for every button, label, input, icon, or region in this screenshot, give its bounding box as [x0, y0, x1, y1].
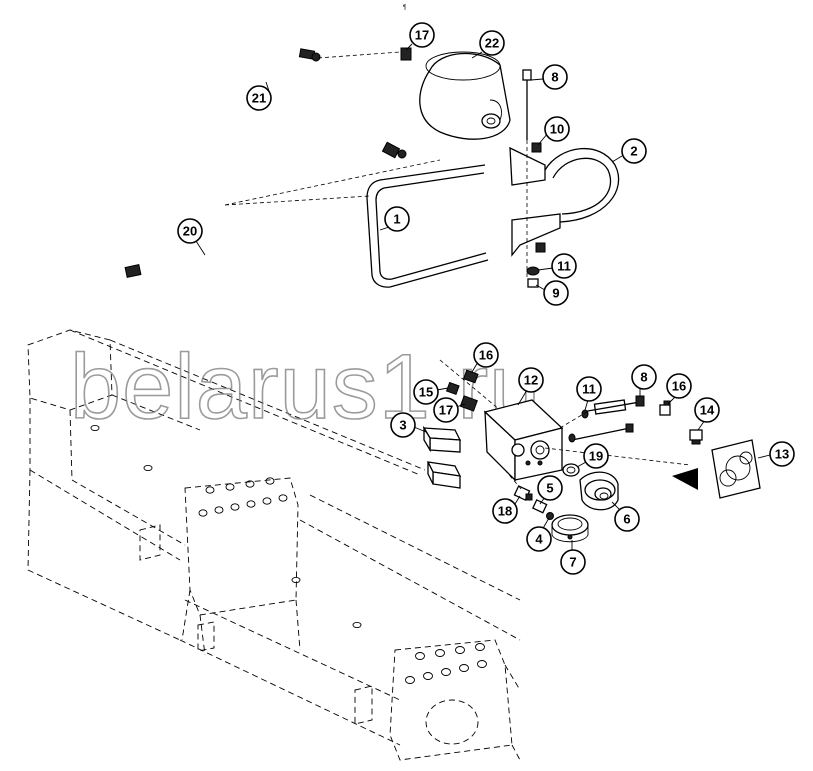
callout-12[interactable]: 12 [517, 367, 544, 406]
hose-21 [262, 48, 407, 159]
nut-9 [527, 278, 539, 288]
fitting-16-right [659, 400, 671, 416]
callout-18[interactable]: 18 [492, 495, 521, 524]
frame-holes [90, 424, 487, 684]
svg-text:4: 4 [535, 532, 543, 547]
callout-10[interactable]: 10 [537, 116, 570, 146]
callout-7[interactable]: 7 [560, 540, 586, 575]
air-tank-22 [400, 47, 511, 140]
svg-text:11: 11 [582, 382, 596, 397]
bolt-8-top [522, 69, 532, 140]
svg-text:17: 17 [439, 403, 453, 418]
leader-tank-frame [224, 159, 441, 206]
callout-19[interactable]: 19 [576, 443, 609, 469]
svg-text:14: 14 [700, 403, 715, 418]
fitting-18 [513, 485, 533, 501]
svg-text:22: 22 [485, 36, 499, 51]
callout-22[interactable]: 22 [471, 30, 505, 59]
callout-13[interactable]: 13 [757, 441, 795, 467]
valve-block-12 [483, 399, 564, 482]
callout-4[interactable]: 4 [526, 517, 552, 552]
fitting-17 [459, 395, 478, 412]
svg-text:1: 1 [393, 212, 400, 227]
chassis-frame [27, 329, 521, 761]
callout-17-mid[interactable]: 17 [433, 397, 466, 423]
callout-6[interactable]: 6 [611, 501, 640, 532]
callout-16-top[interactable]: 16 [471, 342, 499, 373]
callout-20[interactable]: 20 [177, 218, 206, 256]
nut-19 [562, 463, 580, 477]
callout-17-top[interactable]: 17 [405, 22, 435, 51]
direction-arrow [672, 468, 698, 490]
leader-valve-18 [504, 469, 523, 491]
callout-11-top[interactable]: 11 [537, 253, 577, 279]
svg-text:8: 8 [640, 370, 647, 385]
washer-4 [546, 512, 554, 520]
gasket-13 [711, 439, 761, 499]
svg-text:12: 12 [524, 373, 538, 388]
u-bolt-1 [366, 164, 489, 288]
svg-text:7: 7 [569, 555, 576, 570]
leader-1-frame [224, 195, 371, 206]
nut-lower [535, 242, 546, 253]
corner-mark: ¶ [403, 5, 406, 11]
svg-text:20: 20 [183, 224, 197, 239]
callout-21[interactable]: 21 [246, 81, 272, 111]
callout-8-side[interactable]: 8 [631, 364, 657, 397]
strap-clamp-2 [509, 140, 620, 280]
callout-16-right[interactable]: 16 [666, 373, 692, 405]
callout-9[interactable]: 9 [535, 280, 569, 306]
svg-text:8: 8 [551, 70, 558, 85]
pipe-20 [124, 252, 441, 362]
svg-text:13: 13 [775, 447, 789, 462]
svg-text:11: 11 [557, 259, 571, 274]
leader-valve-gasket [544, 447, 691, 466]
svg-text:16: 16 [672, 379, 686, 394]
svg-text:5: 5 [546, 481, 553, 496]
fitting-16-top [463, 369, 479, 384]
leader-bolts [559, 409, 591, 429]
bolt-8-side [568, 395, 645, 443]
svg-text:10: 10 [550, 122, 564, 137]
leader-21-17 [317, 51, 401, 59]
svg-text:21: 21 [252, 91, 266, 106]
svg-text:18: 18 [498, 504, 512, 519]
washer-11 [526, 266, 540, 276]
svg-text:9: 9 [552, 286, 559, 301]
svg-text:16: 16 [479, 348, 493, 363]
gauge-7 [551, 514, 589, 543]
fitting-15 [445, 381, 460, 396]
callout-15[interactable]: 15 [413, 379, 449, 405]
callout-11-side[interactable]: 11 [576, 376, 602, 411]
nut-10 [531, 142, 542, 153]
callout-14[interactable]: 14 [694, 397, 720, 431]
frame-large-hole [425, 699, 479, 745]
svg-text:2: 2 [630, 144, 637, 159]
callout-2[interactable]: 2 [611, 138, 647, 164]
svg-text:17: 17 [415, 28, 429, 43]
plug-14 [689, 429, 703, 445]
svg-text:15: 15 [419, 385, 433, 400]
spacer-3a [422, 425, 462, 453]
callout-3[interactable]: 3 [390, 412, 427, 438]
svg-text:6: 6 [623, 512, 630, 527]
chamber-6 [579, 471, 619, 511]
spacer-3b [426, 461, 462, 489]
callout-1[interactable]: 1 [379, 206, 410, 232]
watermark: belarus1.ru [70, 336, 541, 438]
callout-8-top[interactable]: 8 [530, 64, 568, 90]
svg-text:3: 3 [399, 418, 406, 433]
callout-5[interactable]: 5 [537, 475, 563, 505]
fitting-5 [532, 499, 548, 514]
svg-text:19: 19 [589, 449, 603, 464]
leader-pipe-valve [439, 359, 501, 411]
